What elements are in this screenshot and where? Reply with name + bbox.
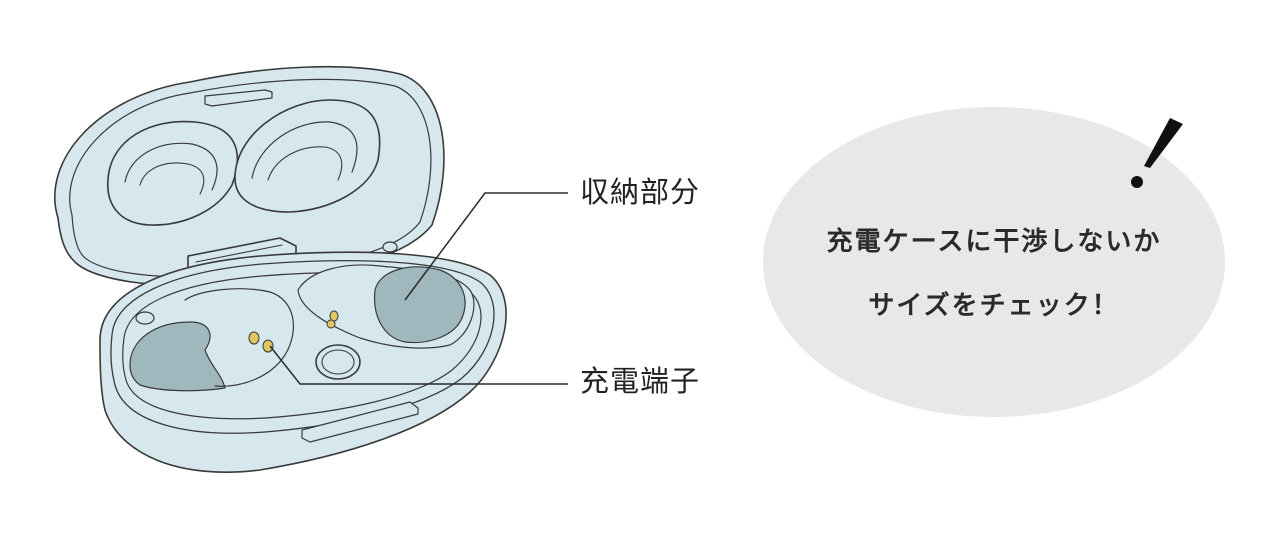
charging-terminal-label: 充電端子 xyxy=(580,364,701,398)
charging-pins xyxy=(248,310,339,353)
callout-line-2: サイズをチェック！ xyxy=(868,291,1120,321)
leader-lines xyxy=(269,192,568,385)
callout-line-1: 充電ケースに干渉しないか xyxy=(826,227,1162,257)
callout-bubble xyxy=(763,107,1225,417)
case-lid xyxy=(54,65,445,286)
leader-line-storage xyxy=(404,192,568,301)
leader-line-terminal xyxy=(269,345,568,385)
storage-label: 収納部分 xyxy=(580,175,701,209)
charging-case xyxy=(54,65,507,473)
case-base xyxy=(99,241,507,473)
exclamation-icon xyxy=(1131,118,1183,188)
